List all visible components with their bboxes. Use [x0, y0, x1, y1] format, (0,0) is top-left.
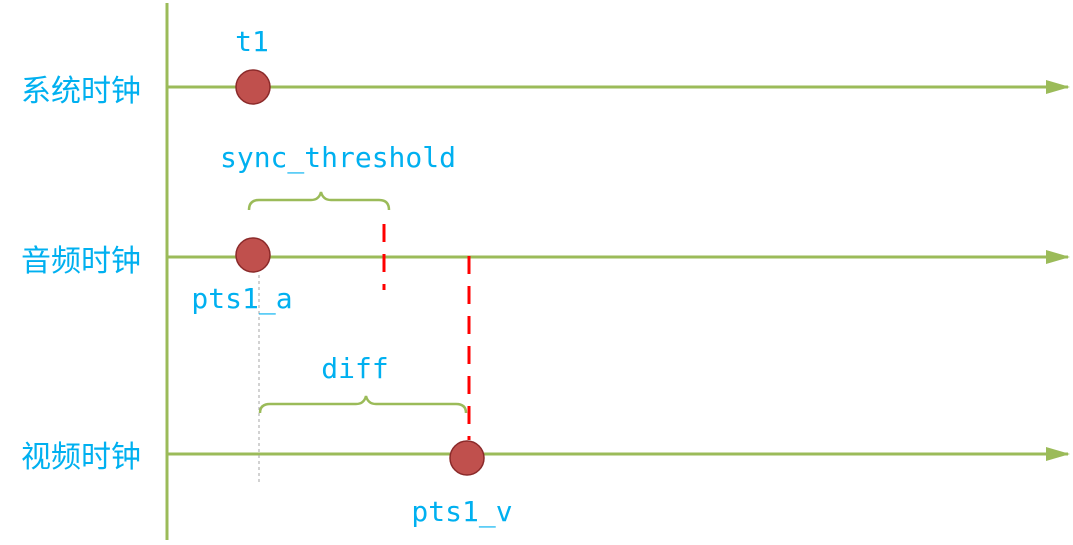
system-clock-label: 系统时钟	[21, 74, 141, 109]
pts1-a-label: pts1_a	[191, 282, 292, 316]
audio-clock-label: 音频时钟	[21, 244, 141, 279]
video-clock-label: 视频时钟	[21, 440, 141, 475]
diff-brace	[258, 395, 468, 414]
t1-dot	[235, 69, 271, 105]
diff-label: diff	[321, 352, 388, 385]
t1-label: t1	[235, 25, 269, 58]
pts1-v-dot	[449, 440, 485, 476]
sync-threshold-brace	[247, 191, 391, 211]
pts1-a-dot	[235, 237, 271, 273]
pts1-v-label: pts1_v	[411, 495, 512, 529]
sync-threshold-label: sync_threshold	[220, 141, 456, 175]
